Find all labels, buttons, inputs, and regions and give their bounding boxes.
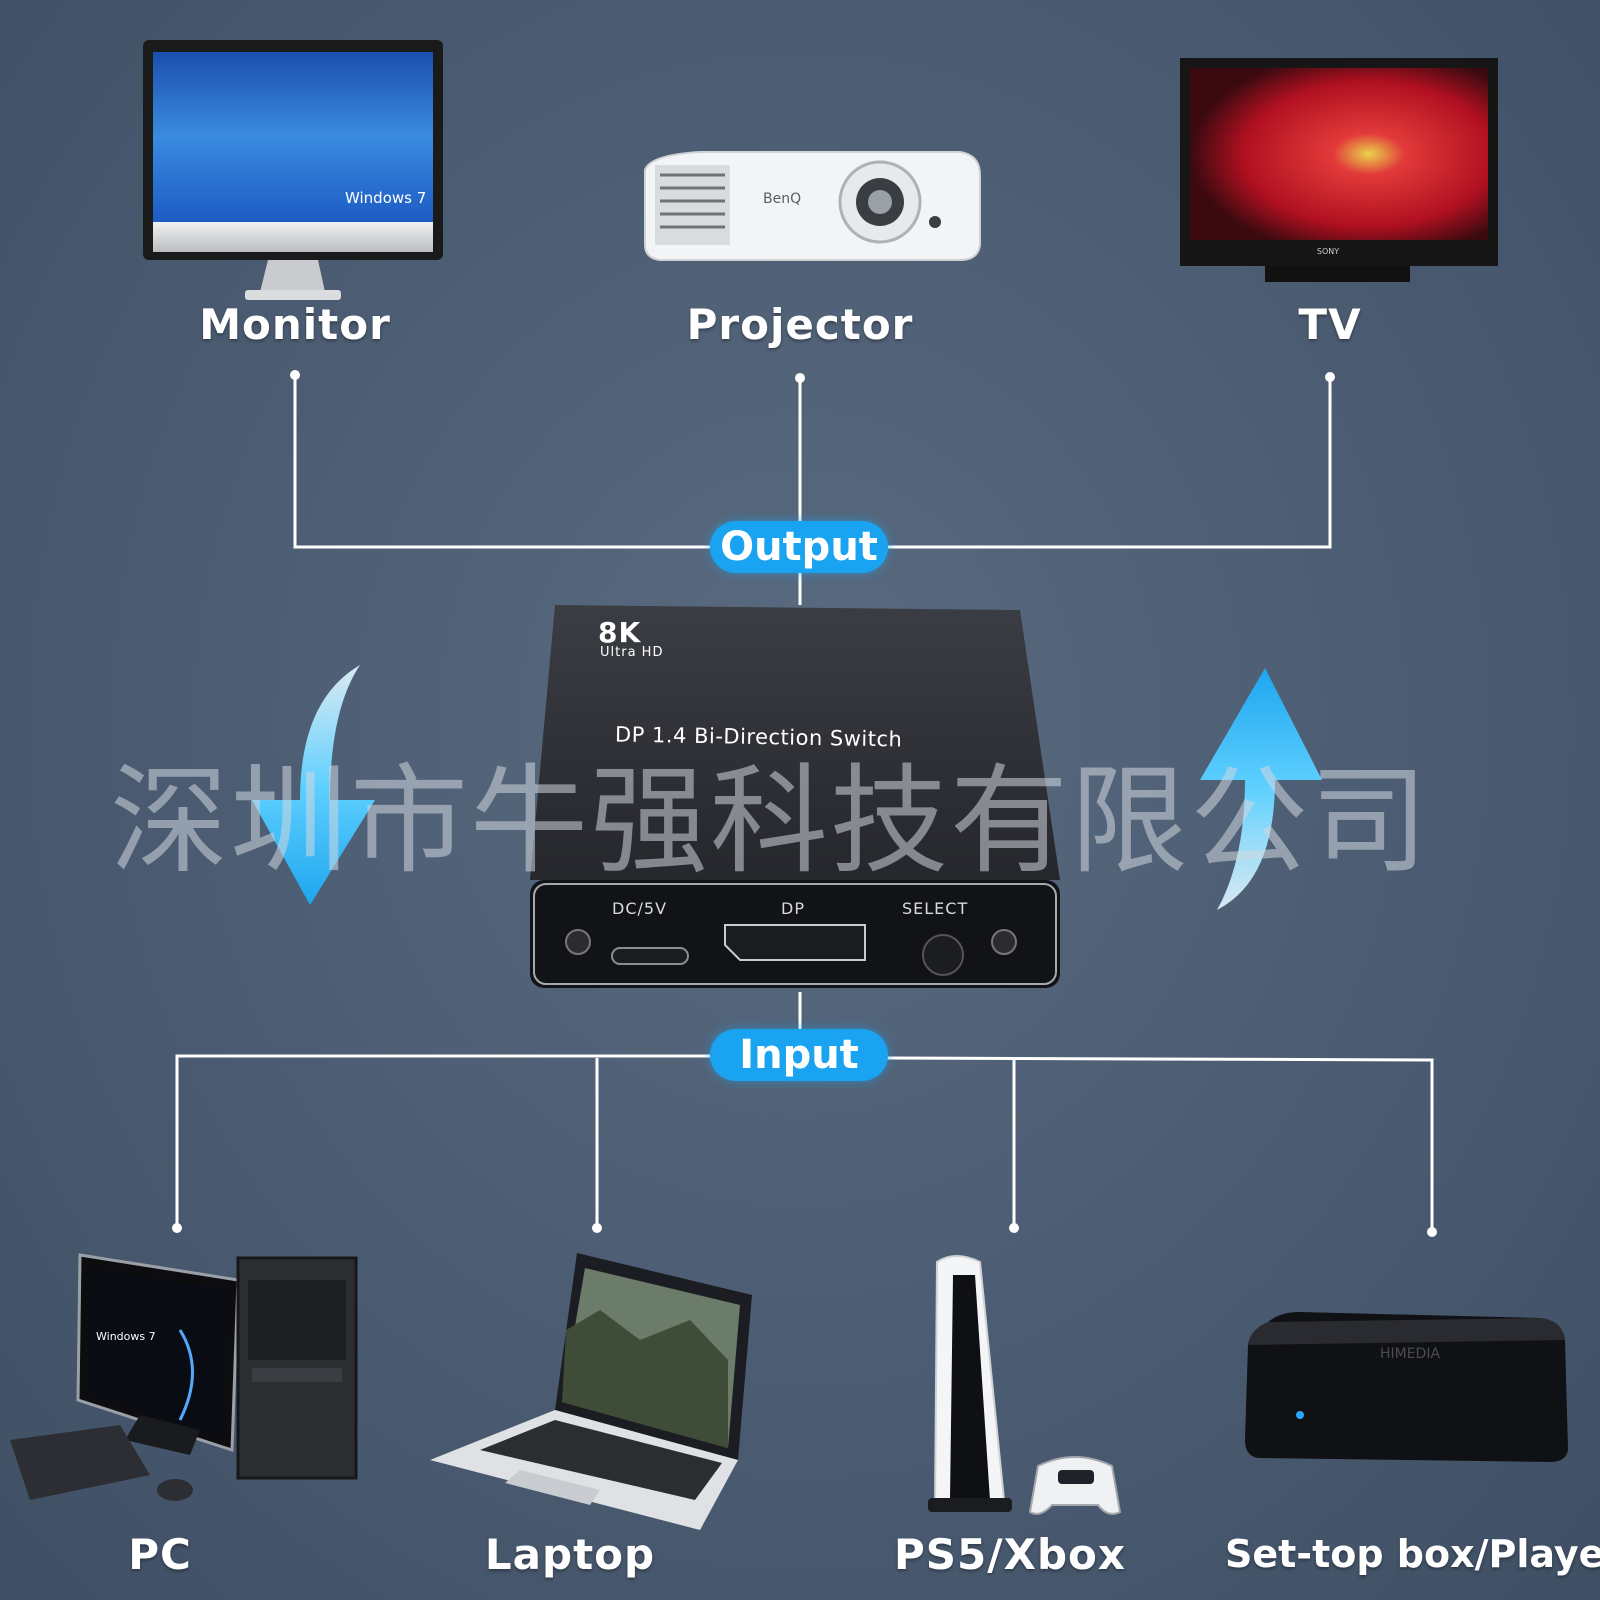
output-connector-dots <box>290 370 1335 383</box>
input-connector-dots <box>172 1223 1437 1237</box>
switch-device <box>530 605 1060 988</box>
tv-brand-text: SONY <box>1317 247 1339 256</box>
input-label-settop-player: Set-top box/Player <box>1225 1532 1600 1576</box>
pc-screen-text: Windows 7 <box>96 1330 156 1343</box>
output-label-projector: Projector <box>686 300 914 349</box>
input-label-laptop: Laptop <box>484 1530 656 1579</box>
tv-icon: SONY <box>1180 58 1498 282</box>
down-arrow-icon <box>252 665 375 905</box>
input-label-pc: PC <box>128 1530 192 1579</box>
input-group-pill: Input <box>710 1029 888 1081</box>
device-badge-sub: Ultra HD <box>600 645 664 660</box>
device-product-name: DP 1.4 Bi-Direction Switch <box>614 722 903 752</box>
settop-box-icon: HIMEDIA <box>1245 1312 1568 1462</box>
projector-brand-text: BenQ <box>763 191 801 207</box>
monitor-screen-text: Windows 7 <box>345 189 426 207</box>
output-group-pill: Output <box>710 521 888 573</box>
pc-icon: Windows 7 <box>10 1253 358 1501</box>
projector-icon: BenQ <box>644 151 981 261</box>
settop-brand-text: HIMEDIA <box>1380 1346 1440 1362</box>
device-port-dp-label: DP <box>781 899 805 918</box>
device-badge-main: 8K <box>598 616 642 649</box>
laptop-icon <box>430 1253 752 1530</box>
up-arrow-icon <box>1200 668 1322 910</box>
output-label-tv: TV <box>1298 300 1362 349</box>
monitor-icon: Windows 7 <box>143 40 443 300</box>
device-port-select-label: SELECT <box>902 899 969 918</box>
output-label-monitor: Monitor <box>199 300 391 349</box>
device-port-power-label: DC/5V <box>612 899 668 918</box>
ps5-icon <box>928 1255 1122 1515</box>
input-connector-lines <box>175 992 1434 1230</box>
input-label-ps5-xbox: PS5/Xbox <box>894 1530 1126 1579</box>
